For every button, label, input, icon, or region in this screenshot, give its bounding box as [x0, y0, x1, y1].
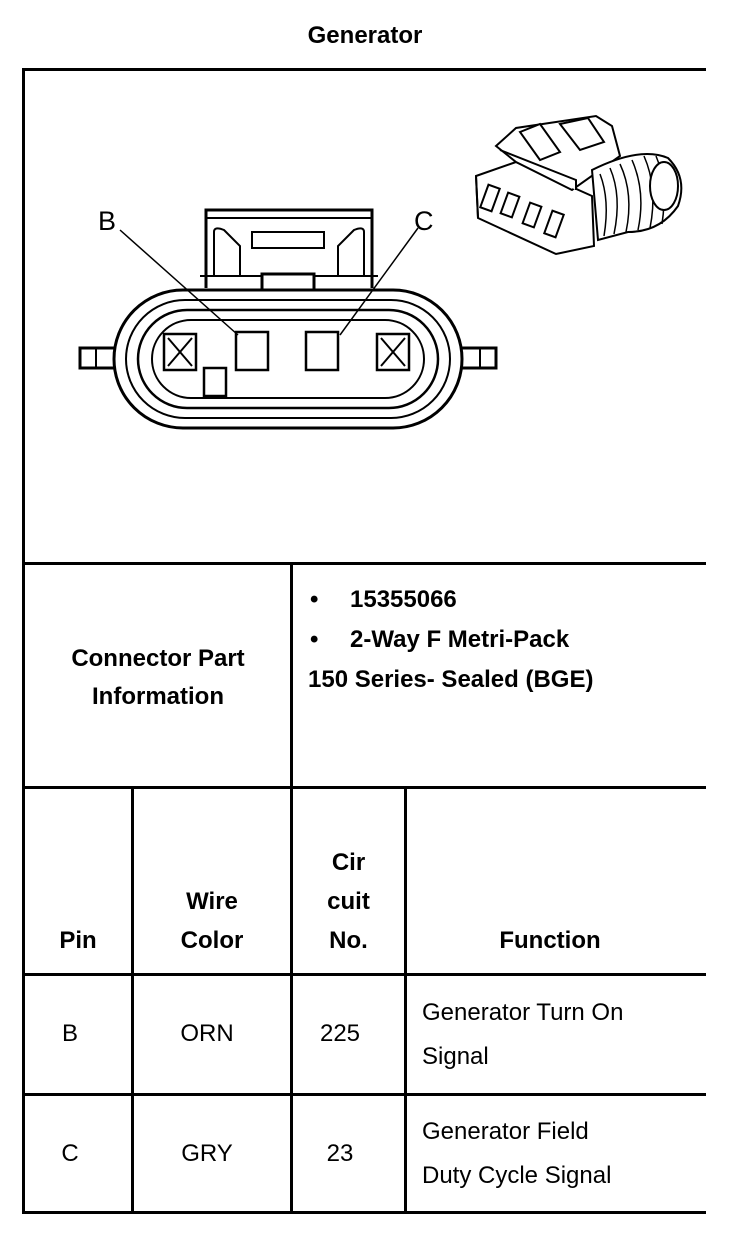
- header-wire-color: Wire Color: [134, 882, 290, 960]
- row-c-pin: C: [61, 1140, 79, 1167]
- row-c-function: Generator Field Duty Cycle Signal: [422, 1110, 611, 1198]
- connector-type: 2-Way F Metri-Pack: [350, 626, 570, 653]
- bullet: •: [310, 626, 319, 653]
- connector-face-view: [78, 208, 498, 430]
- divider-col-circuit: [404, 789, 407, 1214]
- connector-part-number: 15355066: [350, 586, 457, 613]
- divider-col-pin: [131, 789, 134, 1214]
- row-c-circuit: 23: [326, 1140, 354, 1167]
- header-wire-line1: Wire: [186, 888, 238, 915]
- header-circuit-no: Cir cuit No.: [293, 843, 404, 960]
- header-wire-line2: Color: [180, 927, 244, 954]
- keying-rib: [202, 366, 228, 398]
- leader-line-b: [119, 229, 239, 336]
- row-b-circuit: 225: [319, 1020, 361, 1047]
- row-b-function: Generator Turn On Signal: [422, 991, 623, 1079]
- connector-info-label-line1: Connector Part: [71, 645, 245, 672]
- page-title: Generator: [307, 22, 423, 49]
- row-c-function-line1: Generator Field: [422, 1118, 589, 1145]
- terminal-cavity-c: [304, 330, 340, 372]
- divider-header: [25, 973, 706, 976]
- header-pin: Pin: [59, 927, 97, 954]
- plugged-cavity-left: [162, 332, 198, 372]
- connector-info-item: • 2-Way F Metri-Pack: [308, 620, 593, 660]
- connector-info-label-line2: Information: [92, 683, 224, 710]
- divider-row-b: [25, 1093, 706, 1096]
- divider-info: [25, 786, 706, 789]
- header-function: Function: [499, 927, 601, 954]
- row-c-function-line2: Duty Cycle Signal: [422, 1162, 612, 1189]
- divider-info-col: [290, 565, 293, 787]
- row-b-function-line1: Generator Turn On: [422, 999, 624, 1026]
- divider-diagram: [25, 562, 706, 565]
- connector-info-label: Connector Part Information: [25, 640, 291, 716]
- connector-series: 150 Series- Sealed (BGE): [308, 666, 594, 693]
- row-c-wire: GRY: [181, 1140, 233, 1167]
- row-b-pin: B: [61, 1020, 78, 1047]
- header-circuit-line3: No.: [329, 927, 368, 954]
- pin-label-c: C: [414, 206, 434, 236]
- connector-3d-illustration: [474, 114, 683, 256]
- connector-diagram: B C: [78, 114, 683, 430]
- bullet: •: [310, 586, 319, 613]
- connector-info-list: • 15355066 • 2-Way F Metri-Pack 150 Seri…: [308, 580, 593, 700]
- connector-table-frame: [22, 68, 706, 1214]
- connector-info-item: • 15355066: [308, 580, 593, 620]
- connector-body: [112, 288, 464, 430]
- pin-label-b: B: [98, 206, 116, 236]
- header-circuit-line1: Cir: [331, 849, 366, 876]
- leader-line-c: [339, 227, 419, 336]
- row-b-function-line2: Signal: [422, 1043, 489, 1070]
- plugged-cavity-right: [375, 332, 411, 372]
- terminal-cavity-b: [234, 330, 270, 372]
- divider-col-wire: [290, 789, 293, 1214]
- row-b-wire: ORN: [180, 1020, 234, 1047]
- header-circuit-line2: cuit: [327, 888, 370, 915]
